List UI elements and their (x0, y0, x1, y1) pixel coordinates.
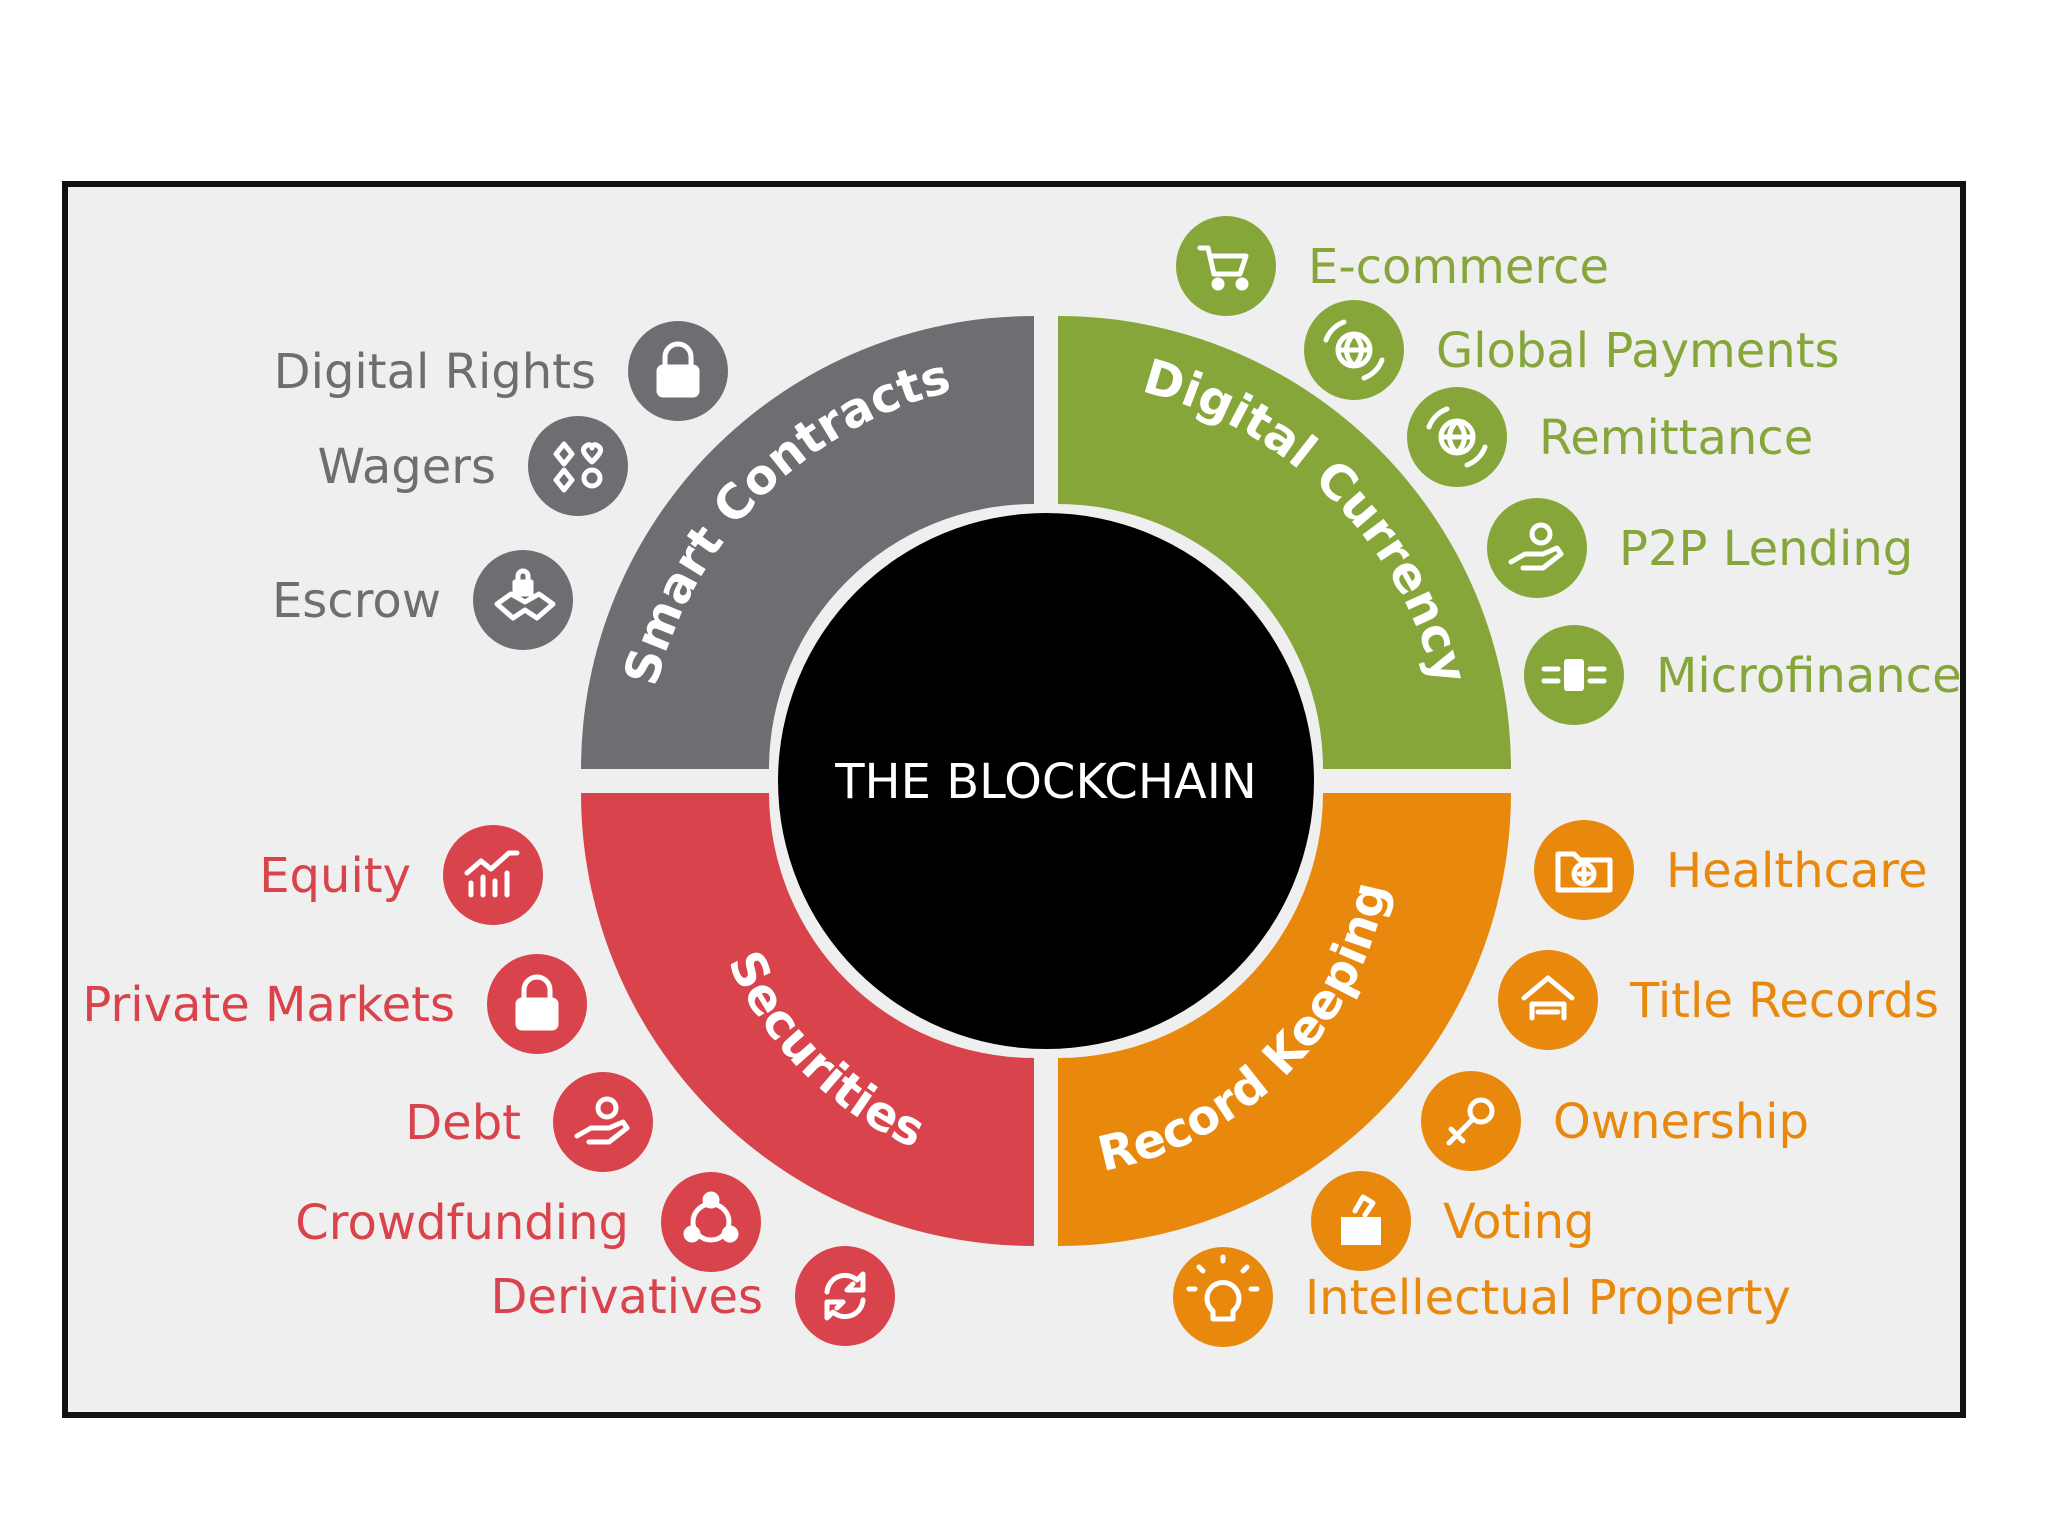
digital-currency-segment (1058, 316, 1511, 769)
item-label: Global Payments (1436, 323, 1840, 379)
item-label: Voting (1443, 1194, 1595, 1250)
item-badge (1487, 498, 1587, 598)
globe-transfer-icon (1426, 406, 1488, 468)
item-label: Microfinance (1656, 648, 1962, 704)
padlock-icon (515, 974, 559, 1031)
securities-segment (581, 793, 1034, 1246)
key-icon (1446, 1097, 1495, 1146)
item-label: Title Records (1629, 973, 1939, 1029)
shopping-cart-icon (1197, 245, 1249, 291)
hand-coin-icon (574, 1096, 630, 1145)
item-badge (1176, 216, 1276, 316)
smart-contracts-segment (581, 316, 1034, 769)
item-digital-currency-2: Remittance (1407, 387, 1813, 487)
item-badge (795, 1246, 895, 1346)
blockchain-hub (778, 513, 1314, 1049)
item-record-keeping-3: Voting (1311, 1171, 1595, 1271)
item-badge (661, 1172, 761, 1272)
item-label: Healthcare (1666, 843, 1928, 899)
item-smart-contracts-1: Wagers (317, 416, 628, 516)
item-label: Intellectual Property (1305, 1270, 1791, 1326)
item-label: Wagers (317, 439, 496, 495)
bar-chart-trend-icon (464, 850, 520, 898)
medical-folder-icon (1555, 851, 1613, 893)
item-record-keeping-0: Healthcare (1534, 820, 1928, 920)
item-label: Ownership (1553, 1094, 1809, 1150)
item-label: P2P Lending (1619, 521, 1913, 577)
item-securities-2: Debt (405, 1072, 653, 1172)
lightbulb-icon (1186, 1254, 1260, 1322)
people-circle-icon (683, 1191, 739, 1243)
item-label: Crowdfunding (295, 1195, 629, 1251)
item-digital-currency-4: Microfinance (1524, 625, 1962, 725)
item-digital-currency-1: Global Payments (1304, 300, 1840, 400)
item-securities-1: Private Markets (82, 954, 587, 1054)
item-digital-currency-0: E-commerce (1176, 216, 1609, 316)
item-badge (1498, 950, 1598, 1050)
item-label: Escrow (272, 573, 441, 629)
item-securities-3: Crowdfunding (295, 1172, 761, 1272)
item-label: E-commerce (1308, 239, 1609, 295)
item-smart-contracts-0: Digital Rights (274, 321, 728, 421)
item-label: Digital Rights (274, 344, 596, 400)
center-label: THE BLOCKCHAIN (834, 754, 1257, 810)
record-keeping-segment (1058, 793, 1511, 1246)
item-securities-0: Equity (259, 825, 543, 925)
globe-cycle-icon (1323, 319, 1385, 381)
item-badge (553, 1072, 653, 1172)
item-badge (1173, 1247, 1273, 1347)
item-badge (528, 416, 628, 516)
item-record-keeping-1: Title Records (1498, 950, 1939, 1050)
card-suits-icon (553, 441, 603, 493)
item-label: Debt (405, 1095, 521, 1151)
item-label: Derivatives (491, 1269, 763, 1325)
item-label: Equity (259, 848, 411, 904)
coin-stack-icon (1541, 659, 1607, 691)
item-securities-4: Derivatives (491, 1246, 895, 1346)
padlock-icon (656, 341, 700, 398)
house-car-icon (1521, 975, 1575, 1021)
item-record-keeping-2: Ownership (1421, 1071, 1809, 1171)
item-label: Remittance (1539, 410, 1813, 466)
item-smart-contracts-2: Escrow (272, 550, 573, 650)
item-badge (443, 825, 543, 925)
hand-money-icon (1508, 522, 1564, 571)
item-record-keeping-4: Intellectual Property (1173, 1247, 1791, 1347)
item-label: Private Markets (82, 977, 455, 1033)
handshake-lock-icon (494, 568, 556, 621)
item-digital-currency-3: P2P Lending (1487, 498, 1913, 598)
ballot-box-icon (1341, 1194, 1381, 1245)
exchange-arrows-icon (824, 1271, 866, 1321)
